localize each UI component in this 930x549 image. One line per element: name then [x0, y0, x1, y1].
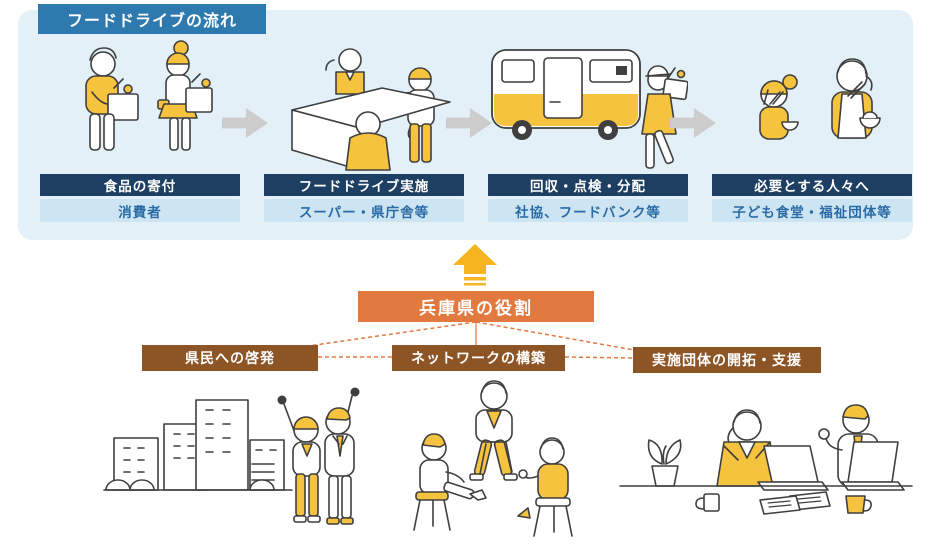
flow-panel-title: フードドライブの流れ: [38, 4, 266, 34]
illustration-citizens-cheering-in-city: [100, 378, 360, 548]
step-title-recipients: 必要とする人々へ: [712, 174, 912, 196]
step-sub-collection: 社協、フードバンク等: [488, 199, 688, 222]
illustration-donation-reception-counter: [264, 38, 464, 172]
role-item-support: 実施団体の開拓・支援: [633, 347, 821, 373]
step-title-donation: 食品の寄付: [40, 174, 240, 196]
step-title-collection: 回収・点検・分配: [488, 174, 688, 196]
step-title-drive: フードドライブ実施: [264, 174, 464, 196]
illustration-meeting-with-laptops: [612, 382, 930, 547]
illustration-people-carrying-donated-food: [40, 38, 240, 172]
illustration-collection-van-and-worker: [488, 38, 688, 172]
illustration-group-discussion-circle: [386, 368, 598, 546]
step-sub-recipients: 子ども食堂・福祉団体等: [712, 199, 912, 222]
role-item-network: ネットワークの構築: [392, 345, 565, 371]
step-sub-drive: スーパー・県庁舎等: [264, 199, 464, 222]
role-item-awareness: 県民への啓発: [142, 345, 318, 371]
step-sub-donation: 消費者: [40, 199, 240, 222]
role-title-box: 兵庫県の役割: [358, 291, 594, 322]
illustration-child-and-adult-eating: [712, 38, 912, 172]
arrow-up-icon: [453, 244, 497, 288]
